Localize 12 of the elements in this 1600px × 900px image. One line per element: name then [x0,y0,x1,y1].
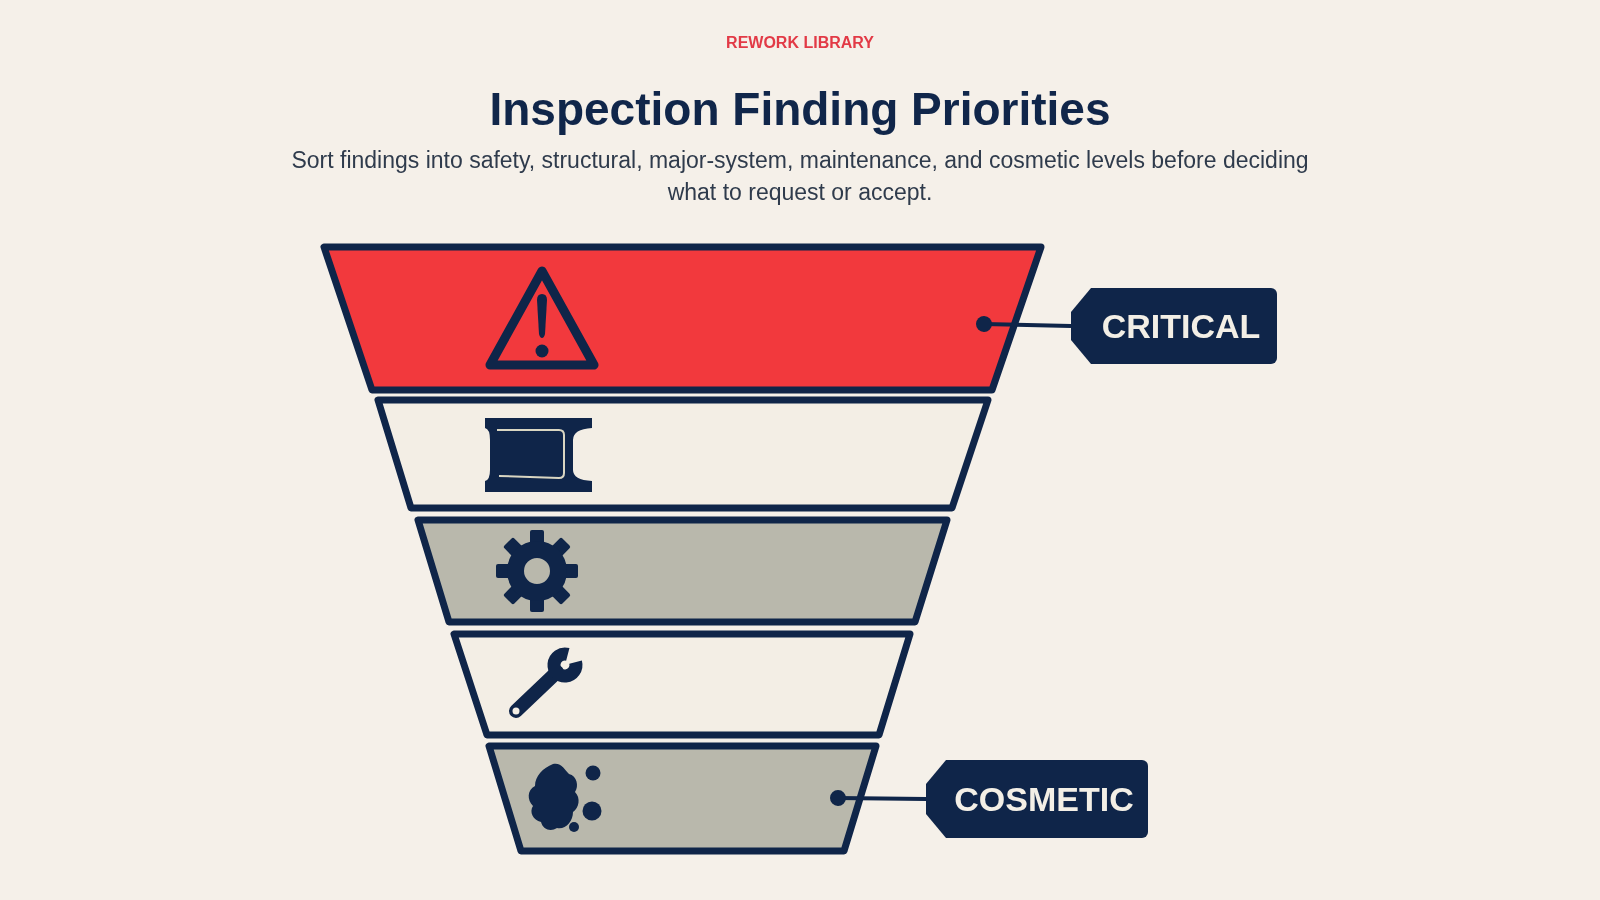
label-tag: CRITICAL [1071,288,1277,364]
leader-line [976,316,1072,332]
funnel-band [413,515,952,627]
leader-line [830,790,927,806]
funnel-band [319,242,1046,395]
funnel-band [449,629,915,740]
eyebrow-label: REWORK LIBRARY [726,33,874,53]
label-tag: COSMETIC [926,760,1148,838]
diagram-title: Inspection Finding Priorities [489,82,1111,136]
funnel-band [373,395,993,513]
funnel-band [484,741,881,856]
subtitle-text: Sort findings into safety, structural, major-system, maintenance, and cosmetic levels before deciding what to request or accept. [290,146,1310,207]
